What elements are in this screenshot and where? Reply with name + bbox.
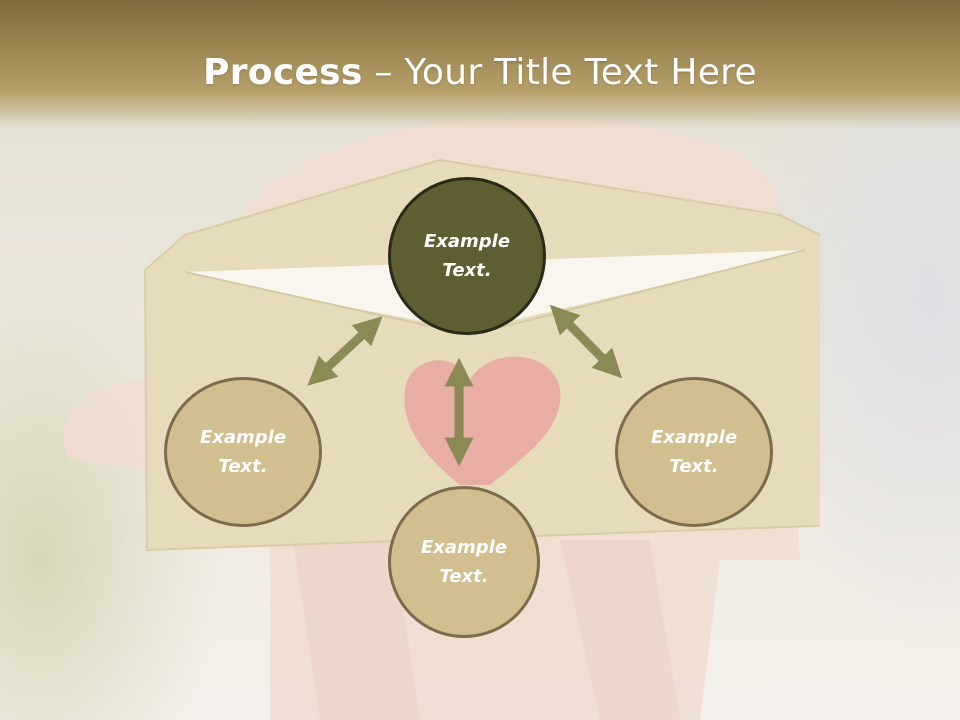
title-bold: Process: [203, 52, 363, 93]
node-left: Example Text.: [164, 377, 322, 527]
node-right: Example Text.: [615, 377, 773, 527]
node-top: Example Text.: [388, 177, 546, 335]
arrow-top-left: [307, 316, 383, 386]
title-bar: [0, 0, 960, 128]
node-left-text: Example Text.: [199, 427, 287, 477]
node-bottom: Example Text.: [388, 486, 540, 638]
node-bottom-text: Example Text.: [420, 537, 508, 587]
arrow-top-right: [549, 304, 623, 379]
title-rest: – Your Title Text Here: [362, 52, 757, 93]
node-right-text: Example Text.: [650, 427, 738, 477]
node-top-text: Example Text.: [423, 231, 511, 281]
slide-title: Process – Your Title Text Here: [0, 52, 960, 93]
